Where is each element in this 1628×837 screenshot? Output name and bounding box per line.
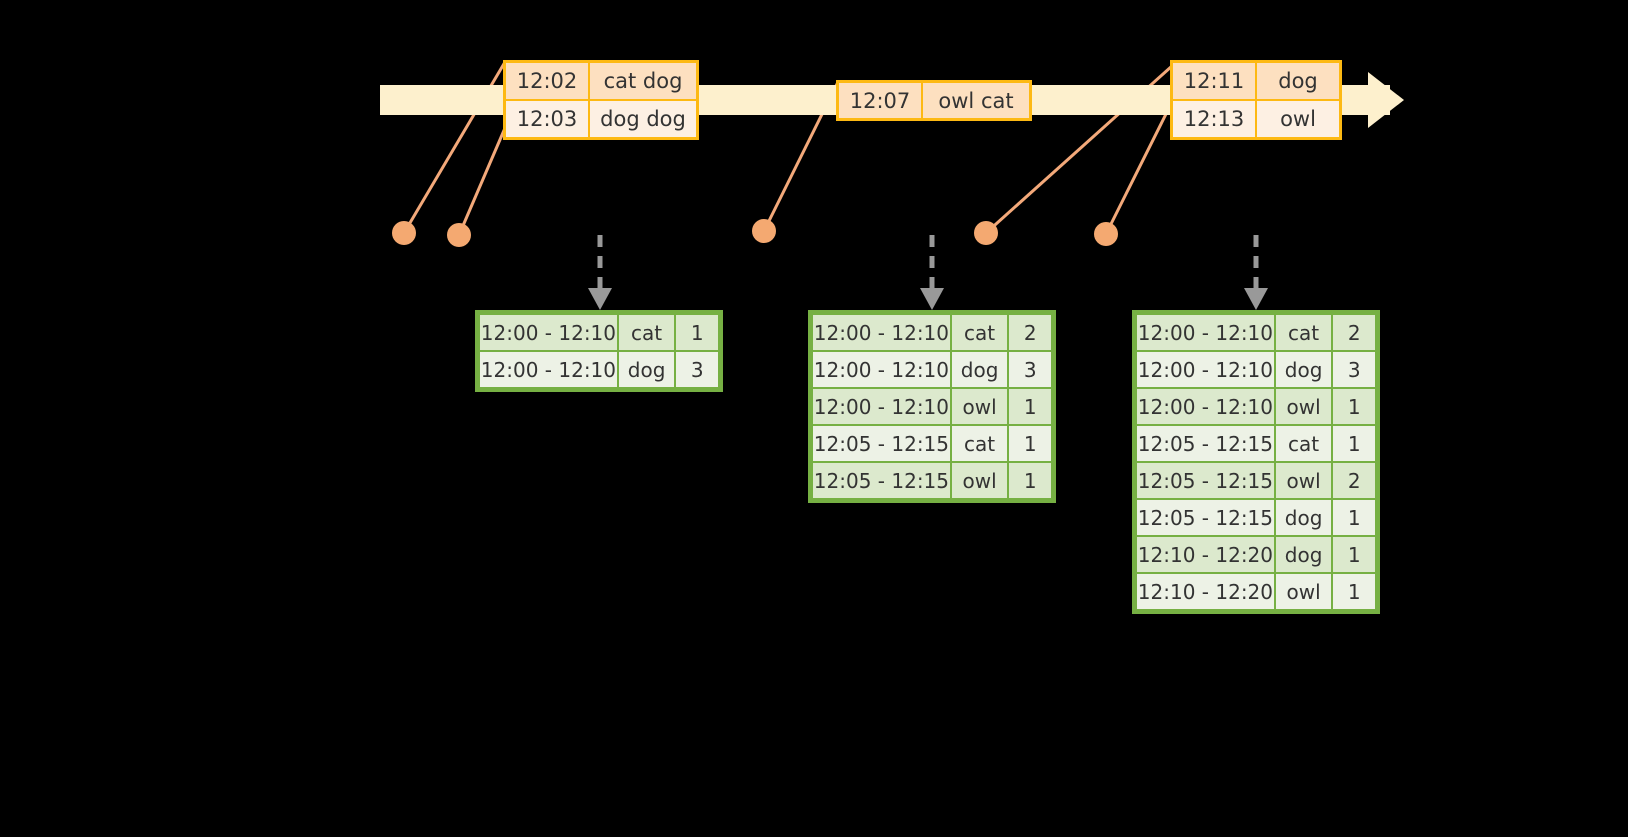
event-row: 12:11 dog [1173,63,1339,99]
table-row: 12:00 - 12:10 dog 3 [479,351,719,388]
event-words: dog dog [590,101,696,137]
result-table-2: 12:00 - 12:10 cat 2 12:00 - 12:10 dog 3 … [808,310,1056,503]
word-cell: dog [1274,351,1333,388]
window-cell: 12:00 - 12:10 [479,314,618,351]
count-cell: 1 [1332,388,1376,425]
word-cell: cat [1274,314,1333,351]
connector-line-2 [457,127,507,236]
event-row: 12:13 owl [1173,99,1339,137]
table-row: 12:05 - 12:15 dog 1 [1136,499,1376,536]
dashed-arrow-head-2 [920,288,944,310]
event-row: 12:02 cat dog [506,63,696,99]
event-row: 12:07 owl cat [839,83,1029,118]
connector-line-5 [1104,101,1174,235]
window-cell: 12:00 - 12:10 [1136,314,1275,351]
event-words: dog [1257,63,1339,99]
window-cell: 12:00 - 12:10 [812,314,951,351]
count-cell: 1 [1332,573,1376,610]
count-cell: 3 [675,351,719,388]
event-time: 12:13 [1173,101,1257,137]
table-row: 12:00 - 12:10 cat 2 [1136,314,1376,351]
event-row: 12:03 dog dog [506,99,696,137]
count-cell: 1 [1332,425,1376,462]
count-cell: 2 [1332,462,1376,499]
word-cell: owl [1274,388,1333,425]
event-words: cat dog [590,63,696,99]
event-time: 12:03 [506,101,590,137]
count-cell: 1 [1008,425,1052,462]
table-row: 12:00 - 12:10 cat 1 [479,314,719,351]
event-time: 12:11 [1173,63,1257,99]
word-cell: cat [950,314,1009,351]
event-dot-1 [392,221,416,245]
table-row: 12:00 - 12:10 dog 3 [1136,351,1376,388]
table-row: 12:10 - 12:20 owl 1 [1136,573,1376,610]
window-cell: 12:00 - 12:10 [1136,351,1275,388]
dashed-arrow-head-3 [1244,288,1268,310]
window-cell: 12:05 - 12:15 [812,462,951,499]
event-time: 12:07 [839,83,923,118]
table-row: 12:00 - 12:10 owl 1 [1136,388,1376,425]
count-cell: 1 [1008,388,1052,425]
table-row: 12:10 - 12:20 dog 1 [1136,536,1376,573]
table-row: 12:00 - 12:10 owl 1 [812,388,1052,425]
event-box-2: 12:07 owl cat [836,80,1032,121]
window-cell: 12:10 - 12:20 [1136,536,1275,573]
window-cell: 12:00 - 12:10 [479,351,618,388]
table-row: 12:05 - 12:15 cat 1 [1136,425,1376,462]
window-cell: 12:00 - 12:10 [812,351,951,388]
count-cell: 3 [1332,351,1376,388]
table-row: 12:00 - 12:10 dog 3 [812,351,1052,388]
event-dot-5 [1094,222,1118,246]
table-row: 12:05 - 12:15 owl 2 [1136,462,1376,499]
word-cell: dog [950,351,1009,388]
word-cell: dog [617,351,676,388]
count-cell: 2 [1332,314,1376,351]
event-dot-2 [447,223,471,247]
count-cell: 1 [1332,536,1376,573]
word-cell: owl [950,462,1009,499]
count-cell: 1 [1008,462,1052,499]
word-cell: owl [1274,462,1333,499]
count-cell: 3 [1008,351,1052,388]
window-cell: 12:05 - 12:15 [812,425,951,462]
event-dot-4 [974,221,998,245]
event-words: owl cat [923,83,1029,118]
window-cell: 12:05 - 12:15 [1136,425,1275,462]
dashed-arrow-head-1 [588,288,612,310]
window-cell: 12:05 - 12:15 [1136,462,1275,499]
table-row: 12:05 - 12:15 cat 1 [812,425,1052,462]
result-table-3: 12:00 - 12:10 cat 2 12:00 - 12:10 dog 3 … [1132,310,1380,614]
window-cell: 12:05 - 12:15 [1136,499,1275,536]
word-cell: cat [617,314,676,351]
event-box-3: 12:11 dog 12:13 owl [1170,60,1342,140]
word-cell: cat [1274,425,1333,462]
word-cell: dog [1274,499,1333,536]
word-cell: dog [1274,536,1333,573]
event-words: owl [1257,101,1339,137]
window-cell: 12:00 - 12:10 [1136,388,1275,425]
event-dot-3 [752,219,776,243]
timeline-arrow-head-icon [1368,72,1404,128]
count-cell: 1 [1332,499,1376,536]
word-cell: owl [950,388,1009,425]
table-row: 12:05 - 12:15 owl 1 [812,462,1052,499]
window-cell: 12:00 - 12:10 [812,388,951,425]
table-row: 12:00 - 12:10 cat 2 [812,314,1052,351]
event-time: 12:02 [506,63,590,99]
count-cell: 2 [1008,314,1052,351]
count-cell: 1 [675,314,719,351]
word-cell: cat [950,425,1009,462]
word-cell: owl [1274,573,1333,610]
result-table-1: 12:00 - 12:10 cat 1 12:00 - 12:10 dog 3 [475,310,723,392]
window-cell: 12:10 - 12:20 [1136,573,1275,610]
event-box-1: 12:02 cat dog 12:03 dog dog [503,60,699,140]
